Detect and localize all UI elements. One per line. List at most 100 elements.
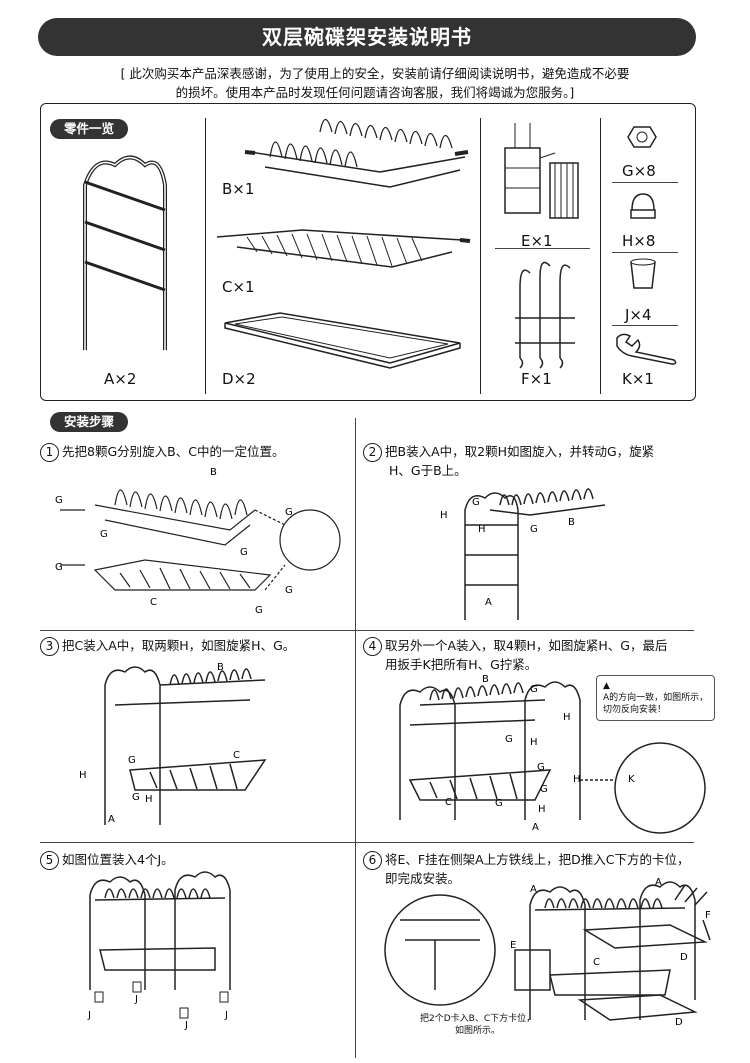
step-6-number: 6 [363, 851, 382, 870]
part-a-label: A×2 [104, 370, 137, 388]
warning-line-2: 切勿反向安装！ [603, 705, 667, 715]
step-5-number: 5 [40, 851, 59, 870]
parts-divider-2 [480, 118, 481, 394]
parts-heading: 零件一览 [50, 119, 129, 139]
part-b-upper-rack-drawing [244, 118, 469, 188]
part-e-utensil-holder-drawing [504, 123, 579, 219]
part-d-drip-tray-drawing [224, 312, 461, 369]
warning-line-1: A的方向一致，如图所示， [603, 693, 709, 703]
step-6-text-line-1: 将E、F挂在侧架A上方铁线上，把D推入C下方的卡位， [385, 852, 690, 867]
step-3-label-g1: G [128, 755, 136, 766]
part-k-label: K×1 [622, 370, 654, 388]
step-5-diagram: J J J J [87, 871, 231, 1031]
step-6-label-d2: D [675, 1017, 683, 1028]
part-f-cup-hook-drawing [515, 261, 575, 369]
step-4-label-a: A [532, 822, 539, 833]
step-1-label-c: C [150, 597, 157, 608]
parts-divider-3 [600, 118, 601, 394]
step-1-label-g3: G [240, 547, 248, 558]
part-d-label: D×2 [222, 370, 256, 388]
part-c-lower-rack-drawing [216, 229, 471, 268]
step-6-note-line-1: 把2个D卡入B、C下方卡位， [420, 1014, 536, 1024]
step-6-label-d1: D [680, 952, 688, 963]
step-6-diagram: A A F D C E D [384, 877, 711, 1028]
part-j-foot-cap-icon [630, 258, 656, 289]
step-6-label-a1: A [530, 884, 537, 895]
step-3-label-h2: H [145, 794, 153, 805]
step-4-label-h2: H [530, 737, 538, 748]
part-f-label: F×1 [521, 370, 552, 388]
steps-row-divider-1 [40, 630, 694, 631]
intro-line-2: 的损坏。使用本产品时发现任何问题请咨询客服，我们将竭诚为您服务。] [175, 85, 575, 100]
step-2-diagram: H G H G B A [440, 488, 606, 620]
step-3-number: 3 [40, 637, 59, 656]
step-6-label-f: F [705, 910, 711, 921]
step-3-label-b: B [217, 662, 224, 673]
step-2-text-line-1: 把B装入A中，取2颗H如图旋入，并转动G，旋紧 [385, 444, 655, 459]
step-3-label-a: A [108, 814, 115, 825]
step-2-label-b: B [568, 517, 575, 528]
step-3-label-h1: H [79, 770, 87, 781]
step-1-text: 先把8颗G分别旋入B、C中的一定位置。 [62, 444, 285, 459]
step-4-diagram: B G H G H G H G C G H A K [399, 674, 706, 834]
step-4-label-g4: G [540, 784, 548, 795]
part-k-wrench-icon [616, 333, 677, 365]
step-2-label-g1: G [472, 497, 480, 508]
part-h-cap-nut-icon [630, 193, 656, 219]
steps-center-divider [355, 418, 356, 1058]
step-6-label-e: E [510, 940, 516, 951]
step-4-label-b: B [482, 674, 489, 685]
step-1-diagram: B G G G G C G G G [55, 467, 341, 616]
step-4-label-h4: H [538, 804, 546, 815]
part-c-label: C×1 [222, 278, 255, 296]
part-g-nut-icon [627, 126, 657, 148]
step-2-number: 2 [363, 443, 382, 462]
step-1-label-g6: G [285, 507, 293, 518]
step-5-label-j4: J [224, 1010, 228, 1021]
parts-divider-ef [495, 248, 590, 249]
intro-paragraph: [ 此次购买本产品深表感谢，为了使用上的安全，安装前请仔细阅读说明书，避免造成不… [60, 64, 690, 102]
step-4-label-g5: G [495, 798, 503, 809]
step-6-label-a2: A [655, 877, 662, 888]
step-1-label-b: B [210, 467, 217, 478]
steps-heading: 安装步骤 [50, 412, 129, 432]
step-6-note-line-2: 如图所示。 [455, 1026, 501, 1036]
step-2-label-h1: H [440, 510, 448, 521]
step-1-label-g4: G [55, 562, 63, 573]
parts-divider-1 [205, 118, 206, 394]
step-5-label-j2: J [134, 994, 138, 1005]
step-1-label-g5: G [255, 605, 263, 616]
step-5-label-j1: J [87, 1010, 91, 1021]
part-a-side-frame-drawing [83, 155, 167, 350]
page-title: 双层碗碟架安装说明书 [38, 18, 696, 56]
step-6-label-c: C [593, 957, 600, 968]
part-b-label: B×1 [222, 180, 255, 198]
part-g-divider [612, 182, 678, 183]
step-4-label-k: K [628, 774, 635, 785]
step-4-text-line-2: 用扳手K把所有H、G拧紧。 [385, 657, 538, 672]
step-6-note: 把2个D卡入B、C下方卡位， 如图所示。 [420, 1013, 535, 1037]
step-2-text-line-2: H、G于B上。 [389, 463, 467, 478]
parts-list-panel [40, 103, 696, 401]
step-4-label-g2: G [505, 734, 513, 745]
step-3-diagram: B G C H H G A [79, 662, 267, 825]
step-1-number: 1 [40, 443, 59, 462]
step-4-label-g1: G [530, 684, 538, 695]
step-6-text-line-2: 即完成安装。 [385, 871, 461, 886]
step-3-label-g2: G [132, 792, 140, 803]
step-4-label-c: C [445, 797, 452, 808]
part-j-label: J×4 [625, 306, 652, 324]
step-1-label-g2: G [100, 529, 108, 540]
part-h-divider [612, 252, 678, 253]
step-2-label-g2: G [530, 524, 538, 535]
part-e-label: E×1 [521, 232, 553, 250]
step-4-label-g3: G [537, 762, 545, 773]
step-1-label-g1: G [55, 495, 63, 506]
step-4-text-line-1: 取另外一个A装入，取4颗H，如图旋紧H、G，最后 [385, 638, 668, 653]
warning-icon: ▲ [603, 681, 610, 691]
step-3-label-c: C [233, 750, 240, 761]
step-3-text: 把C装入A中，取两颗H，如图旋紧H、G。 [62, 638, 296, 653]
